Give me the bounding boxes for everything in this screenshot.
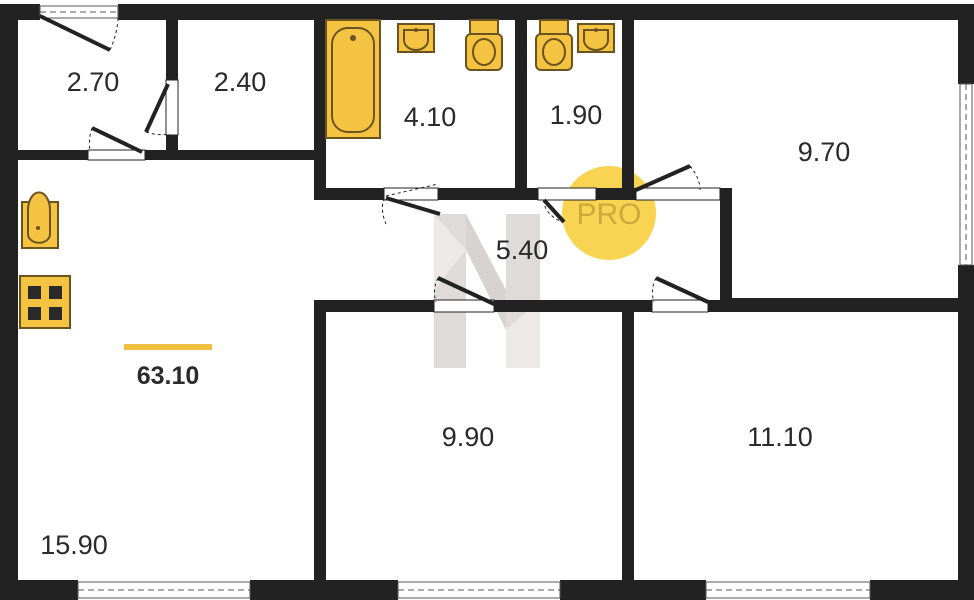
wall-bath-bottom-b [438, 188, 538, 200]
toilet-icon [535, 19, 573, 71]
sink-icon [21, 191, 59, 249]
windows [39, 5, 973, 599]
wall-closets-bottom-b [145, 150, 323, 160]
room-area-bedroom-ne: 9.70 [798, 137, 851, 167]
window-icon [959, 83, 973, 266]
door-swing-icon [381, 183, 441, 225]
door-swing-icon [635, 164, 721, 201]
door-swing-icon [651, 276, 709, 313]
room-area-hall: 5.40 [496, 235, 549, 265]
door-swing-icon [433, 276, 495, 313]
wall-hall-right [720, 188, 732, 303]
window-icon [705, 581, 871, 599]
wall-ne-left [622, 18, 634, 200]
door-swing-icon [537, 187, 597, 224]
wall-closet-divider-bottom [166, 135, 178, 155]
door-swing-icon [144, 79, 179, 136]
toilet-icon [465, 19, 503, 71]
room-area-bedroom-se: 11.10 [747, 422, 813, 452]
wall-hall-bottom-a [314, 300, 434, 312]
room-area-closet-a: 2.70 [67, 67, 120, 97]
pro-badge-label: PRO [576, 198, 641, 231]
total-area: 63.10 [137, 362, 200, 390]
outer-wall-top [118, 4, 974, 20]
outer-wall-right-top [958, 4, 974, 84]
total-area-accent-bar [124, 344, 212, 350]
fixtures [19, 19, 615, 329]
wall-hall-bottom-c [708, 300, 724, 312]
room-area-bedroom-s: 9.90 [442, 422, 495, 452]
wall-closets-bottom-a [18, 150, 88, 160]
room-area-living-kitchen: 15.90 [40, 530, 108, 560]
wall-closet-divider-top [166, 18, 178, 80]
window-icon [397, 581, 561, 599]
bathtub-icon [325, 19, 381, 139]
door-swing-icon [39, 14, 119, 52]
outer-wall-left [0, 4, 18, 600]
door-swing-icon [87, 126, 146, 161]
room-area-toilet: 1.90 [550, 100, 603, 130]
wall-bath-left [314, 18, 326, 200]
wall-bath-toilet-divider [515, 18, 527, 200]
walls [0, 4, 974, 600]
sink-icon [577, 23, 615, 53]
doors [39, 14, 721, 313]
window-icon [77, 581, 251, 599]
outer-wall-bottom-d [870, 580, 974, 600]
wall-ne-bottom [720, 298, 960, 312]
outer-wall-right-bottom [958, 265, 974, 600]
room-area-closet-b: 2.40 [214, 67, 267, 97]
room-area-bathroom: 4.10 [404, 102, 457, 132]
outer-wall-bottom-a [0, 580, 78, 600]
wall-hall-bottom-b [494, 300, 652, 312]
wall-living-bedroom [314, 300, 326, 590]
stove-icon [19, 275, 71, 329]
wall-bedroom-bedroom [622, 300, 634, 590]
sink-icon [397, 23, 435, 53]
wall-bath-bottom-a [314, 188, 384, 200]
pro-badge: PRO [562, 166, 656, 260]
window-icon [39, 5, 119, 19]
